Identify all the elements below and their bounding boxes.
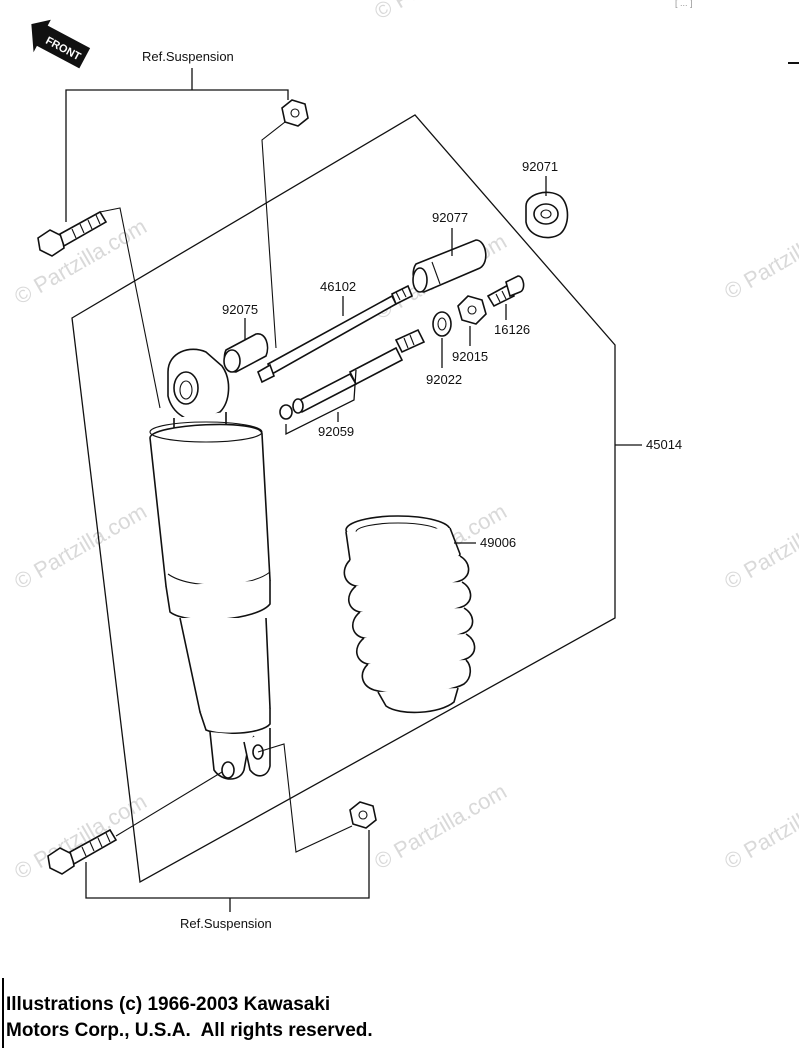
part-49006-boot: 49006 — [343, 515, 516, 714]
part-92059-label: 92059 — [318, 424, 354, 439]
part-92022-washer: 92022 — [426, 311, 462, 387]
part-92059-hose: 92059 — [279, 328, 426, 439]
copyright-line-2: Motors Corp., U.S.A. All rights reserved… — [6, 1020, 373, 1041]
part-92071-rubber: 92071 — [522, 159, 569, 239]
watermark-9: © Partzilla.com — [720, 779, 799, 875]
part-92015-label: 92015 — [452, 349, 488, 364]
part-49006-label: 49006 — [480, 535, 516, 550]
part-92071-label: 92071 — [522, 159, 558, 174]
part-16126-valve: 16126 — [486, 275, 530, 337]
part-92015-nut: 92015 — [452, 295, 488, 364]
watermark-8: © Partzilla.com — [370, 779, 511, 875]
bottom-nut — [349, 801, 377, 829]
part-92075-bushing: 92075 — [222, 302, 269, 373]
part-45014-label: 45014 — [646, 437, 682, 452]
assembly-outline-45014 — [71, 114, 616, 884]
part-92022-label: 92022 — [426, 372, 462, 387]
front-arrow-icon: FRONT — [31, 19, 91, 69]
shock-lower-body — [179, 617, 353, 853]
bottom-bolt — [47, 771, 223, 875]
watermark-3: © Partzilla.com — [720, 209, 799, 305]
ref-bracket-top: Ref.Suspension — [65, 49, 289, 222]
copyright-line-1: Illustrations (c) 1966-2003 Kawasaki — [6, 994, 331, 1015]
shock-upper-eye — [167, 348, 230, 433]
corner-text: [ ... ] — [675, 0, 693, 8]
watermark-4: © Partzilla.com — [10, 499, 151, 595]
part-92077-sleeve: 92077 — [412, 210, 487, 293]
top-bolt — [37, 207, 161, 409]
watermark-7: © Partzilla.com — [10, 789, 151, 885]
ref-suspension-bottom-label: Ref.Suspension — [180, 916, 272, 931]
top-nut — [261, 99, 309, 349]
shock-upper-cylinder — [149, 421, 271, 621]
part-45014-callout: 45014 — [615, 437, 682, 452]
watermark-6: © Partzilla.com — [720, 499, 799, 595]
watermark-10: © Partzilla.com — [370, 0, 511, 24]
copyright-bar — [2, 978, 4, 1048]
ref-suspension-top-label: Ref.Suspension — [142, 49, 234, 64]
part-46102-label: 46102 — [320, 279, 356, 294]
copyright-notice: Illustrations (c) 1966-2003 Kawasaki Mot… — [6, 992, 373, 1044]
part-16126-label: 16126 — [494, 322, 530, 337]
ref-bracket-bottom: Ref.Suspension — [85, 830, 370, 931]
part-46102-rod: 46102 — [257, 279, 414, 384]
part-92075-label: 92075 — [222, 302, 258, 317]
part-92077-label: 92077 — [432, 210, 468, 225]
